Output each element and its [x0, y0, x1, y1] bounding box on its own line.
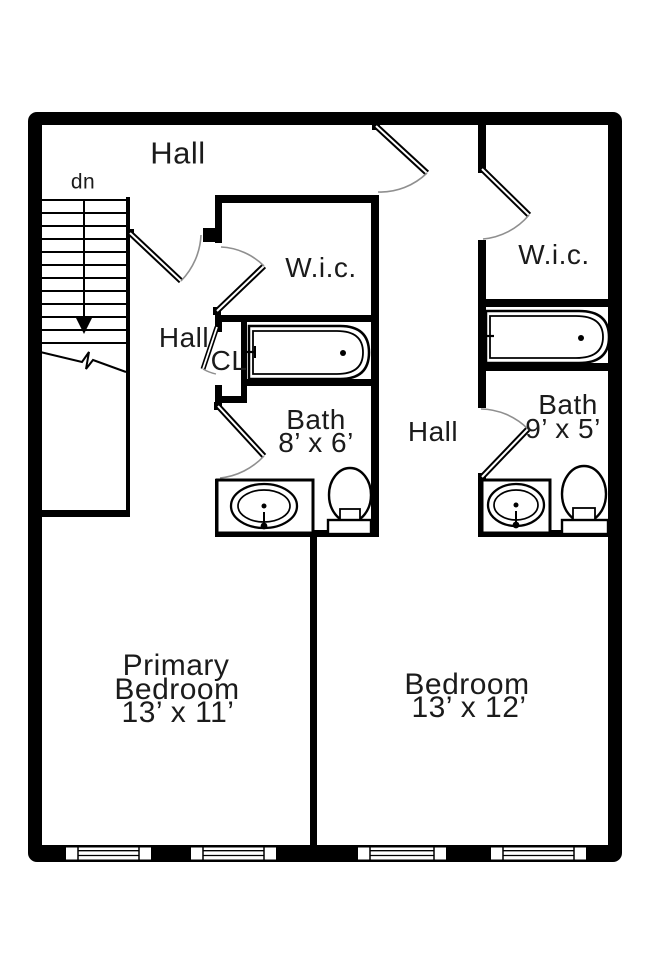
label-bedroom-name: Bedroom [404, 668, 530, 701]
label-primary-bedroom-line2: Bedroom [114, 673, 240, 706]
label-primary-bedroom-line1: Primary [122, 649, 230, 682]
tub-drain-icon [340, 350, 346, 356]
bath-right-door [478, 408, 531, 481]
wall-below-tub-left [241, 379, 379, 386]
label-stairs-down: dn [70, 170, 96, 194]
wall-bedroom-divider [310, 537, 317, 845]
closet-door [200, 326, 220, 375]
wall-hall-left [371, 196, 379, 537]
hall-door [372, 122, 430, 193]
label-hall-middle: Hall [407, 416, 459, 447]
window [356, 845, 448, 862]
wic-left-door [213, 246, 267, 315]
bathtub-right [479, 309, 611, 365]
label-primary-bedroom-dims: 13’ x 11’ [121, 696, 235, 729]
wall-closet-bottom [215, 396, 247, 403]
wic-right-door [478, 165, 532, 240]
label-bath-right-dims: 9’ x 5’ [525, 413, 601, 444]
staircase [35, 197, 130, 517]
label-bath-left-name: Bath [286, 404, 346, 435]
toilet-right [560, 464, 610, 536]
window [64, 845, 153, 862]
window [489, 845, 588, 862]
label-wic-right: W.i.c. [518, 239, 590, 270]
wall-wic-left-upper [215, 195, 222, 243]
wall-wic-left-top [215, 195, 379, 203]
label-hall-top: Hall [150, 135, 206, 171]
vanity-sink-left [215, 478, 315, 535]
tub-drain-icon [578, 335, 584, 341]
wall-closet-stub-bottom [215, 385, 222, 404]
label-closet: CL [210, 345, 248, 376]
wall-wic-left-bottom [215, 315, 379, 322]
bathtub-left [241, 324, 371, 381]
label-bath-left-dims: 8’ x 6’ [278, 427, 354, 458]
window [189, 845, 278, 862]
wall-door-stub [203, 228, 222, 242]
wall-wic-right-left [478, 240, 486, 408]
wall-wic-right-stub [478, 125, 486, 169]
bath-left-door [214, 402, 267, 479]
wall-wic-right-bottom [478, 299, 608, 307]
windows [64, 845, 588, 862]
label-wic-left: W.i.c. [285, 252, 357, 283]
label-bath-right-name: Bath [538, 389, 598, 420]
vanity-sink-right [480, 478, 552, 535]
stair-down-arrow-icon [75, 316, 93, 334]
wall-closet-right [241, 322, 247, 403]
stair-break-line [35, 350, 127, 373]
label-bedroom-dims: 13’ x 12’ [411, 691, 527, 724]
doors [126, 122, 532, 481]
wall-closet-stub-top [215, 322, 222, 332]
label-hall-stairs: Hall [158, 322, 210, 353]
wall-below-tub-right [478, 363, 608, 371]
stairs-door [126, 229, 202, 284]
toilet-left [326, 466, 373, 536]
